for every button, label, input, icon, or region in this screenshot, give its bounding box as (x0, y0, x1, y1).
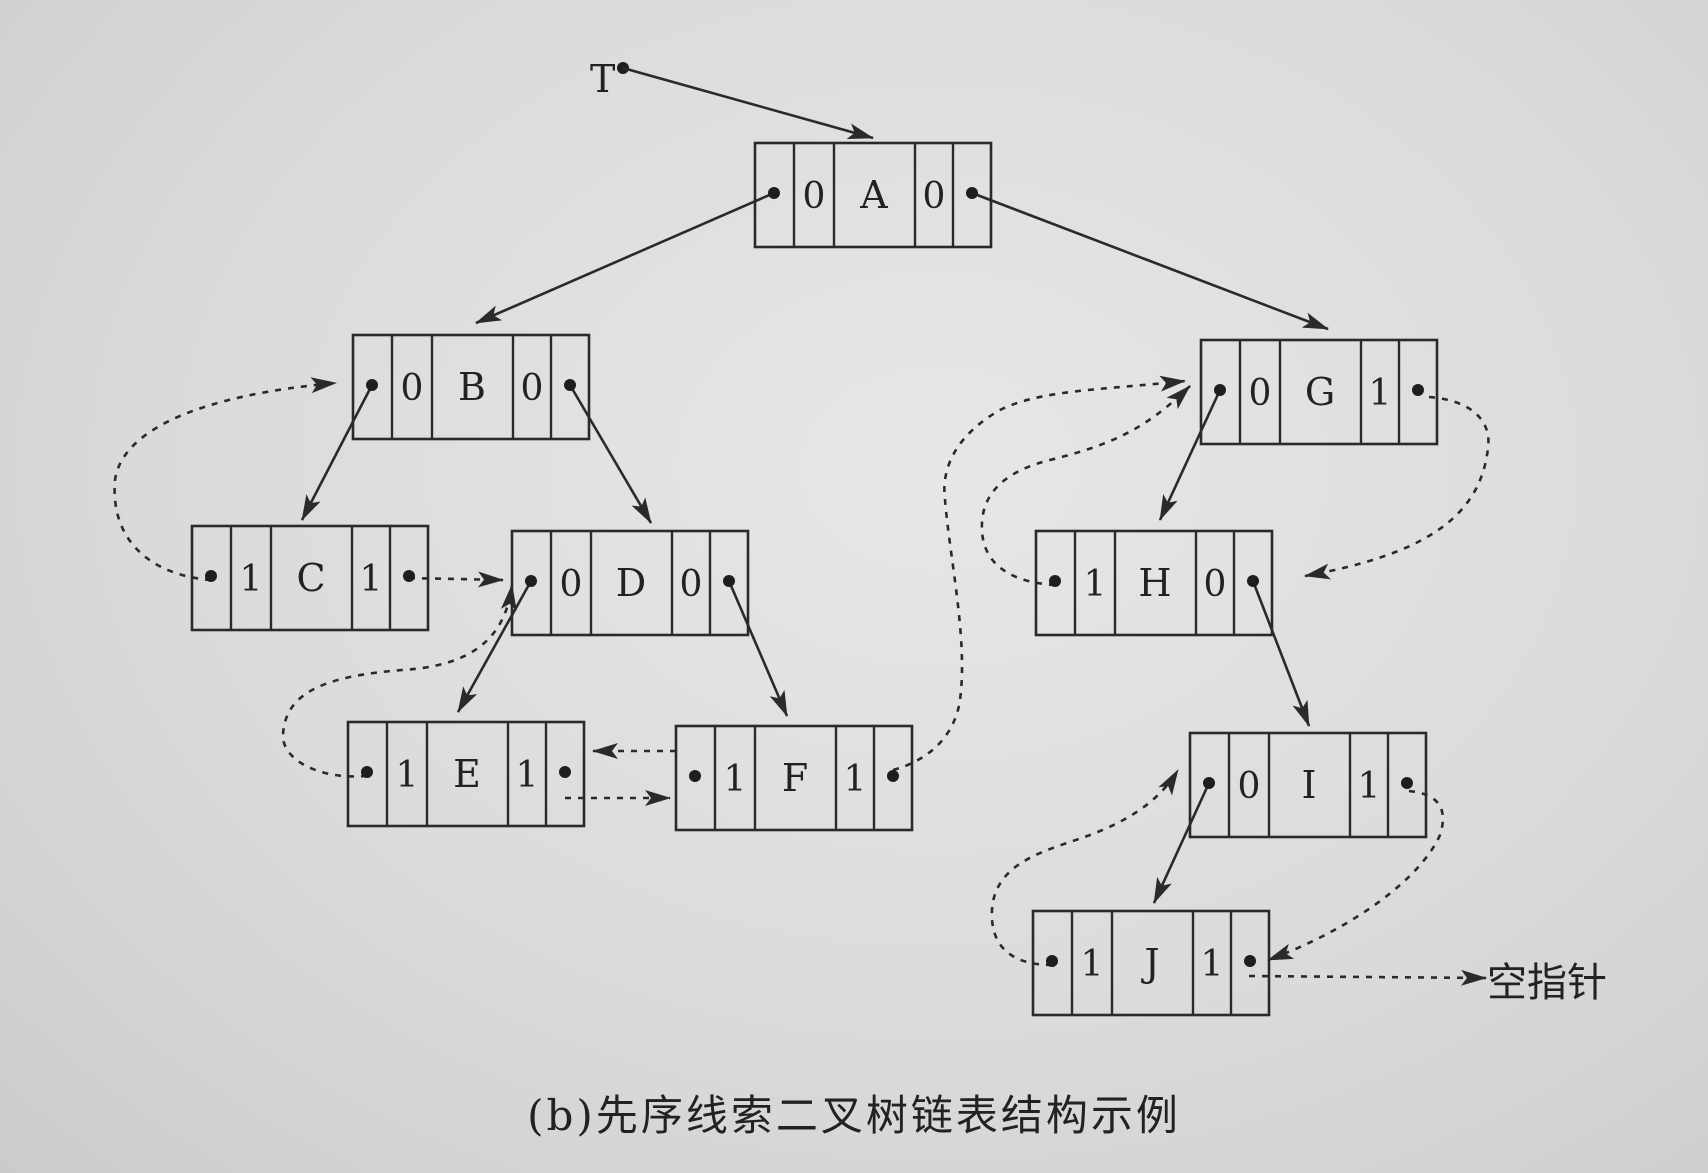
node-box (1034, 529, 1274, 637)
node-data: I (1301, 763, 1316, 807)
node-box (753, 141, 993, 249)
node-ltag: 1 (240, 559, 263, 600)
node-ltag: 0 (401, 368, 424, 409)
child-link-a-b (475, 191, 775, 325)
thread-link-f-right-g (892, 375, 1186, 772)
thread-link-c-right-d (408, 571, 504, 588)
node-rtag: 1 (516, 755, 539, 796)
node-ltag: 0 (803, 176, 826, 217)
node-lchild-pointer-dot (525, 575, 537, 587)
node-box (1188, 731, 1428, 839)
child-link-i-j (1152, 782, 1211, 904)
node-rchild-pointer-dot (966, 187, 978, 199)
node-rtag: 1 (1358, 766, 1381, 807)
node-ltag: 1 (724, 759, 747, 800)
child-link-layer (300, 191, 1329, 904)
thread-link-i-right-j (1267, 789, 1445, 962)
thread-link-j-left-i (990, 769, 1180, 967)
node-rtag: 1 (1201, 944, 1224, 985)
node-ltag: 1 (396, 755, 419, 796)
node-lchild-pointer-dot (1049, 575, 1061, 587)
node-data: J (1140, 941, 1159, 985)
thread-link-g-right-h (1304, 395, 1490, 580)
node-lchild-pointer-dot (689, 770, 701, 782)
null-pointer: 空指针 (1487, 960, 1607, 1006)
node-box (346, 720, 586, 828)
node-lchild-pointer-dot (768, 187, 780, 199)
node-box (1199, 338, 1439, 446)
node-lchild-pointer-dot (1046, 955, 1058, 967)
node-box (674, 724, 914, 832)
node-data: A (859, 173, 888, 217)
node-lchild-pointer-dot (361, 766, 373, 778)
node-rchild-pointer-dot (1247, 575, 1259, 587)
node-box (1031, 909, 1271, 1017)
child-link-b-d (568, 384, 653, 524)
node-rchild-pointer-dot (723, 575, 735, 587)
node-data: G (1305, 370, 1335, 414)
root-pointer-label: T (590, 57, 615, 101)
thread-link-layer (113, 375, 1490, 986)
node-ltag: 0 (1249, 373, 1272, 414)
node-data: E (453, 752, 481, 796)
node-rchild-pointer-dot (1401, 777, 1413, 789)
child-link-d-e (456, 580, 533, 713)
node-rtag: 0 (521, 368, 544, 409)
thread-link-h-left-g (980, 385, 1191, 587)
thread-link-c-left-b (113, 377, 337, 582)
node-ltag: 1 (1084, 564, 1107, 605)
node-rchild-pointer-dot (1244, 955, 1256, 967)
node-box (351, 333, 591, 441)
child-link-a-g (971, 191, 1329, 331)
node-data: D (616, 561, 646, 605)
node-data: F (782, 756, 808, 800)
node-rtag: 1 (1369, 373, 1392, 414)
root-pointer-arrow (622, 66, 874, 140)
node-rchild-pointer-dot (403, 570, 415, 582)
node-lchild-pointer-dot (205, 570, 217, 582)
root-pointer: T (590, 57, 874, 140)
child-link-h-i (1251, 580, 1311, 727)
node-rchild-pointer-dot (887, 770, 899, 782)
node-lchild-pointer-dot (1214, 384, 1226, 396)
node-box (190, 524, 430, 632)
null-pointer-label: 空指针 (1487, 960, 1607, 1006)
node-rtag: 0 (1204, 564, 1227, 605)
node-rtag: 0 (923, 176, 946, 217)
figure-caption: (b)先序线索二叉树链表结构示例 (527, 1091, 1181, 1140)
node-rtag: 1 (360, 559, 383, 600)
node-lchild-pointer-dot (1203, 777, 1215, 789)
thread-link-j-right-null (1248, 969, 1487, 986)
child-link-d-f (727, 580, 789, 717)
node-ltag: 1 (1081, 944, 1104, 985)
child-link-g-h (1158, 389, 1222, 521)
node-box (510, 529, 750, 637)
node-data: H (1138, 561, 1171, 605)
node-rchild-pointer-dot (564, 379, 576, 391)
thread-link-e-left-d (281, 584, 517, 778)
node-data: B (458, 365, 486, 409)
node-lchild-pointer-dot (366, 379, 378, 391)
node-rchild-pointer-dot (559, 766, 571, 778)
node-rtag: 0 (680, 564, 703, 605)
node-rchild-pointer-dot (1412, 384, 1424, 396)
node-ltag: 0 (560, 564, 583, 605)
node-data: C (296, 556, 325, 600)
child-link-b-c (300, 384, 374, 521)
node-rtag: 1 (844, 759, 867, 800)
node-ltag: 0 (1238, 766, 1261, 807)
